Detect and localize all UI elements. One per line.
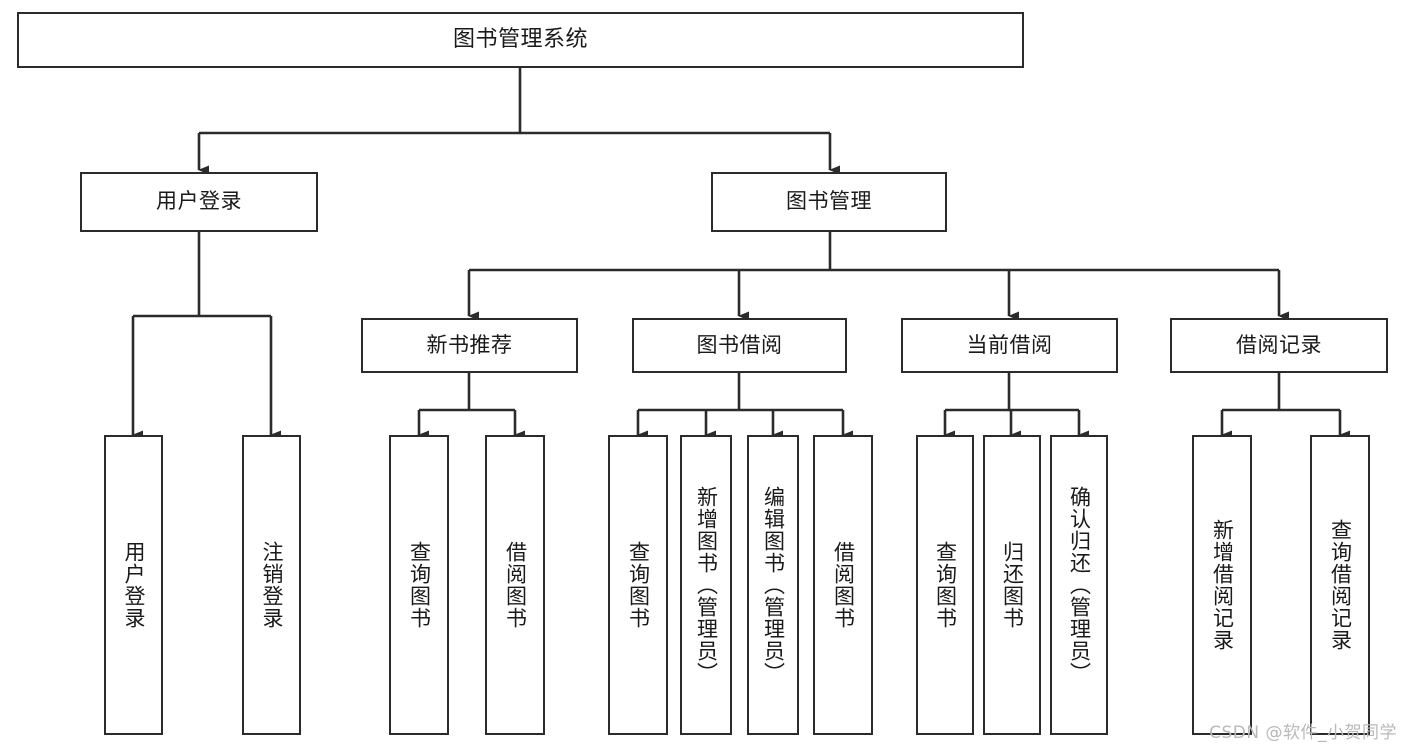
leaf-book-borrow-add[interactable]: 新增图书（管理员）	[680, 435, 732, 735]
leaf-borrow-record-add[interactable]: 新增借阅记录	[1192, 435, 1252, 735]
leaf-borrow-record-add-label: 新增借阅记录	[1210, 519, 1235, 651]
node-book-borrow-label: 图书借阅	[696, 332, 783, 357]
node-user-login-label: 用户登录	[156, 189, 242, 214]
leaf-current-borrow-return-label: 归还图书	[1000, 541, 1025, 629]
node-new-book-recommend-label: 新书推荐	[426, 332, 513, 357]
node-borrow-record-label: 借阅记录	[1236, 332, 1322, 357]
node-book-management[interactable]: 图书管理	[711, 172, 947, 232]
leaf-book-borrow-borrow-label: 借阅图书	[831, 541, 856, 629]
node-root-system-label: 图书管理系统	[452, 26, 588, 52]
leaf-current-borrow-confirm-label: 确认归还（管理员）	[1067, 486, 1092, 684]
node-book-management-label: 图书管理	[786, 189, 872, 214]
leaf-user-login-login[interactable]: 用户登录	[104, 435, 163, 735]
leaf-new-book-borrow[interactable]: 借阅图书	[485, 435, 545, 735]
leaf-user-login-login-label: 用户登录	[121, 541, 146, 629]
node-borrow-record[interactable]: 借阅记录	[1170, 318, 1388, 373]
leaf-book-borrow-edit[interactable]: 编辑图书（管理员）	[747, 435, 799, 735]
leaf-book-borrow-edit-label: 编辑图书（管理员）	[761, 486, 786, 684]
node-user-login[interactable]: 用户登录	[80, 172, 318, 232]
leaf-user-login-logout[interactable]: 注销登录	[242, 435, 301, 735]
leaf-new-book-query[interactable]: 查询图书	[389, 435, 449, 735]
leaf-book-borrow-borrow[interactable]: 借阅图书	[813, 435, 873, 735]
leaf-new-book-query-label: 查询图书	[407, 541, 432, 629]
node-current-borrow-label: 当前借阅	[966, 332, 1053, 357]
leaf-current-borrow-confirm[interactable]: 确认归还（管理员）	[1050, 435, 1108, 735]
leaf-book-borrow-add-label: 新增图书（管理员）	[694, 486, 719, 684]
node-current-borrow[interactable]: 当前借阅	[901, 318, 1118, 373]
leaf-current-borrow-query-label: 查询图书	[933, 541, 958, 629]
node-new-book-recommend[interactable]: 新书推荐	[361, 318, 578, 373]
node-book-borrow[interactable]: 图书借阅	[632, 318, 847, 373]
leaf-book-borrow-query[interactable]: 查询图书	[608, 435, 668, 735]
leaf-current-borrow-query[interactable]: 查询图书	[916, 435, 974, 735]
leaf-user-login-logout-label: 注销登录	[259, 541, 284, 629]
node-root-system[interactable]: 图书管理系统	[17, 12, 1024, 68]
leaf-book-borrow-query-label: 查询图书	[626, 541, 651, 629]
leaf-borrow-record-query[interactable]: 查询借阅记录	[1310, 435, 1370, 735]
leaf-current-borrow-return[interactable]: 归还图书	[983, 435, 1041, 735]
leaf-new-book-borrow-label: 借阅图书	[503, 541, 528, 629]
leaf-borrow-record-query-label: 查询借阅记录	[1328, 519, 1353, 651]
